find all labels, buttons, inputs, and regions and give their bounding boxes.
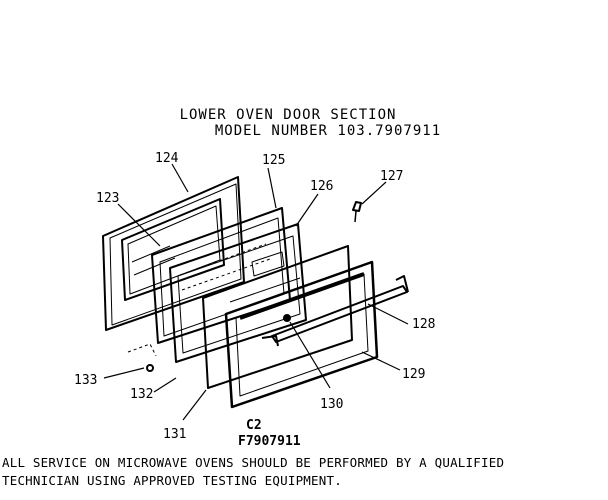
part-list-code: F7907911 [238,434,301,449]
part-130-mount-point [283,314,291,322]
callout-132: 132 [130,387,153,402]
callout-129: 129 [402,367,425,382]
part-123-inner-window [121,198,225,301]
part-127-screw [352,201,362,223]
part-126-inner-frame [169,223,307,363]
service-notice-line1: ALL SERVICE ON MICROWAVE OVENS SHOULD BE… [2,455,505,470]
callout-123: 123 [96,191,119,206]
callout-126: 126 [310,179,333,194]
part-132-hinge [127,343,157,372]
model-number: MODEL NUMBER 103.7907911 [214,123,442,139]
callout-131: 131 [163,427,186,442]
leader-lines [103,163,409,421]
part-129-outer-door [224,260,379,409]
part-128-handle [261,275,409,347]
callout-125: 125 [262,153,285,168]
callout-133: 133 [74,373,97,388]
diagram-title: LOWER OVEN DOOR SECTION [179,107,397,123]
callout-128: 128 [412,317,435,332]
part-124-back-panel [102,176,245,331]
reference-code: C2 [246,418,262,433]
service-notice-line2: TECHNICIAN USING APPROVED TESTING EQUIPM… [2,473,342,488]
callout-127: 127 [380,169,403,184]
part-131-glass [202,245,353,389]
callout-130: 130 [320,397,343,412]
callout-124: 124 [155,151,179,166]
